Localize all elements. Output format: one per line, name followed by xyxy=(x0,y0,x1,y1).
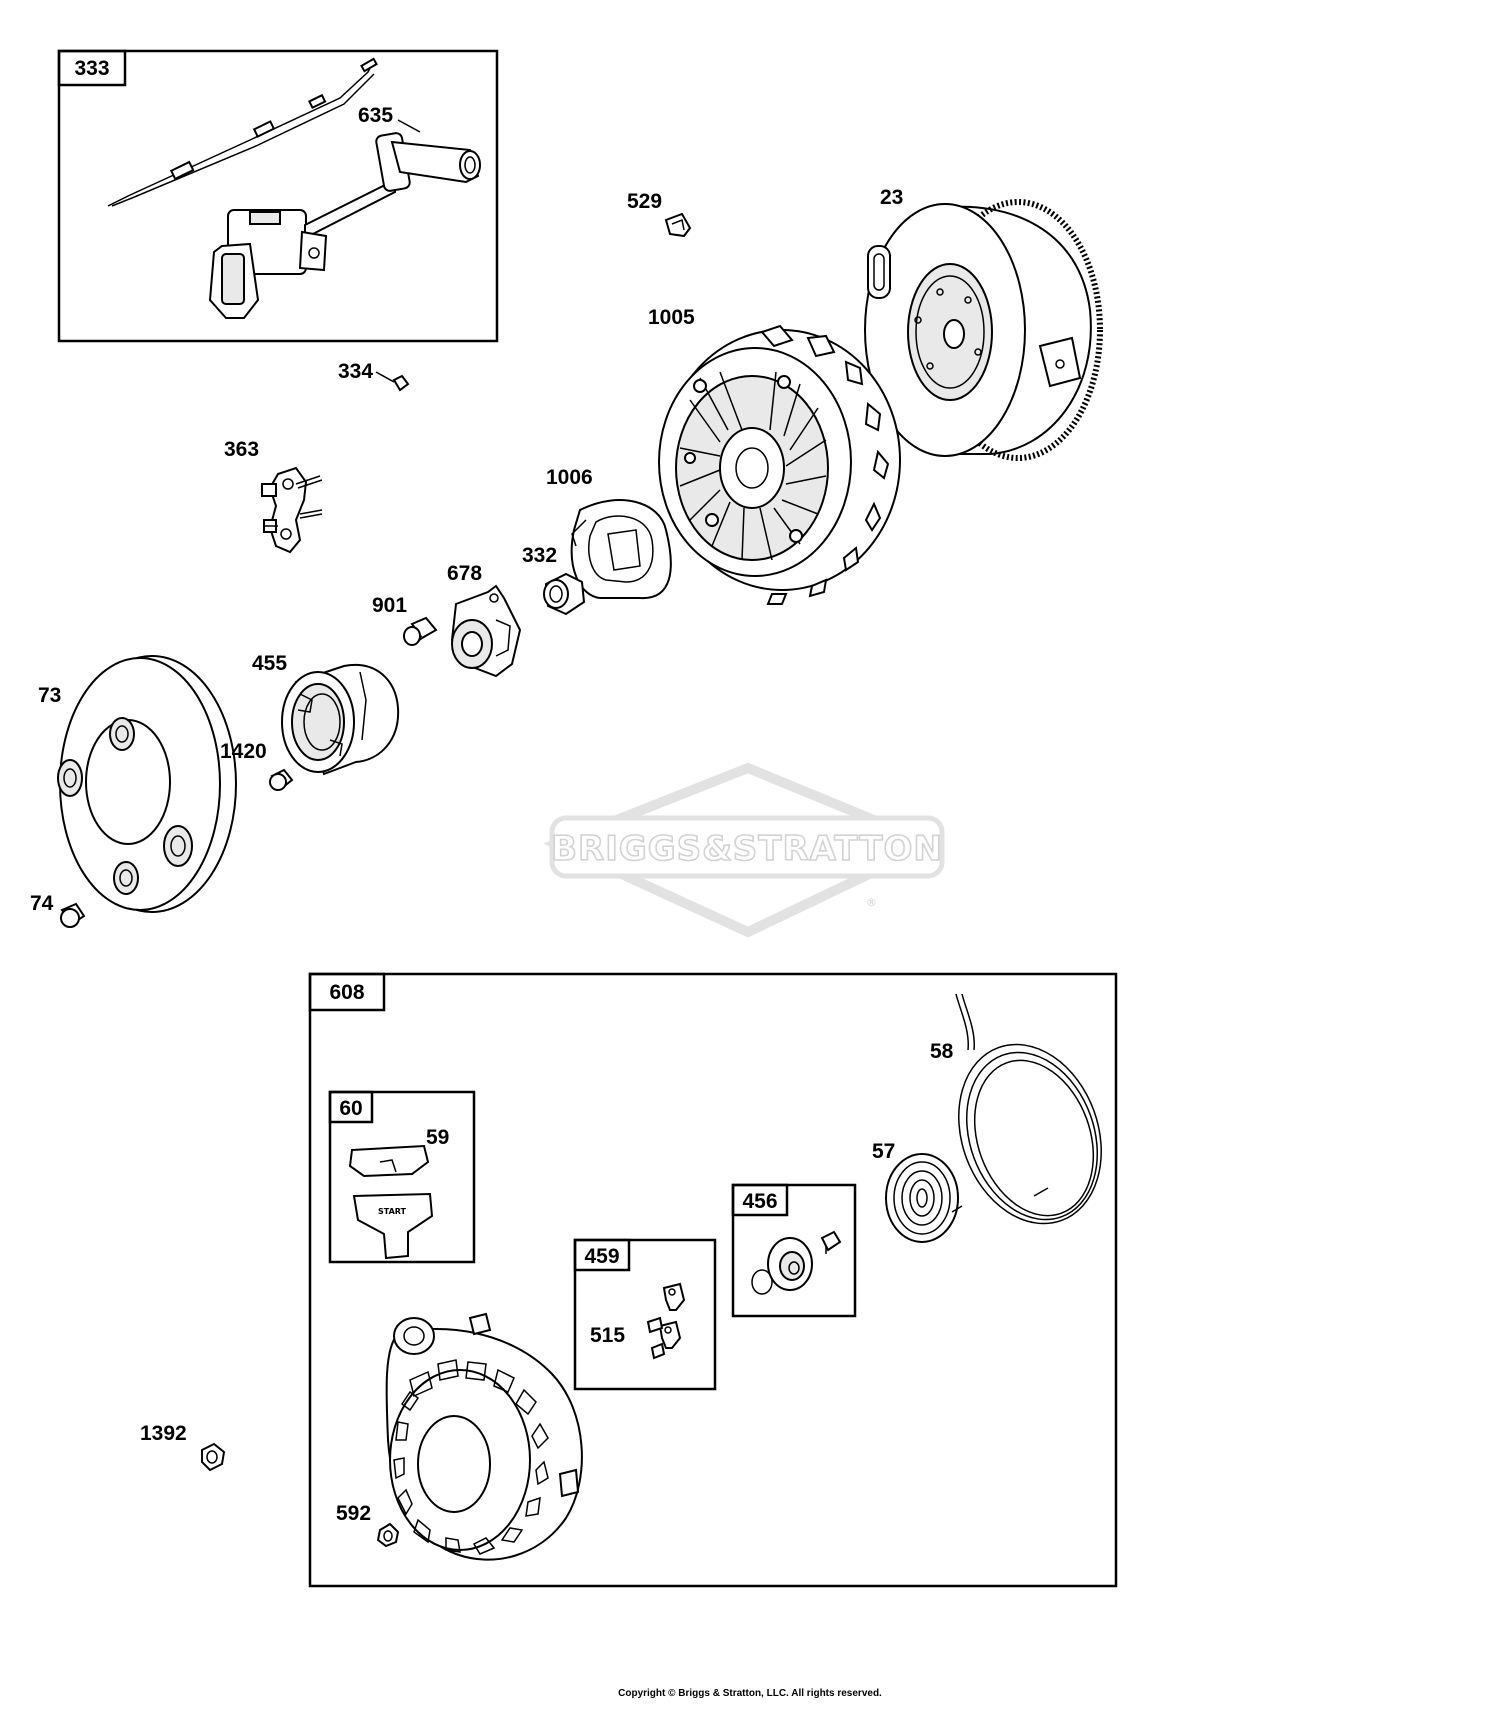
part-cooling-fan xyxy=(658,324,901,605)
box-333: 333 xyxy=(57,49,499,343)
callout-592: 592 xyxy=(336,1502,371,1525)
watermark-brand-text: BRIGGS&STRATTON xyxy=(551,829,943,869)
part-blower-cover-73 xyxy=(57,655,237,913)
callout-57: 57 xyxy=(872,1140,895,1163)
callout-74: 74 xyxy=(30,892,54,915)
box-label-459: 459 xyxy=(584,1245,619,1268)
part-screw-1420 xyxy=(269,768,294,791)
box-60: 60 xyxy=(328,1090,476,1264)
brand-watermark: BRIGGS&STRATTON ® xyxy=(543,762,945,938)
part-screw-334 xyxy=(375,371,410,392)
callout-1392: 1392 xyxy=(140,1422,187,1445)
handle-start-text: START xyxy=(378,1207,407,1216)
callout-59: 59 xyxy=(426,1126,449,1149)
part-ignition-coil xyxy=(208,132,481,319)
part-screw-74 xyxy=(60,902,86,928)
part-screw-901 xyxy=(403,616,438,646)
part-starter-clutch-678 xyxy=(450,584,522,678)
callout-635: 635 xyxy=(358,104,393,127)
part-recoil-housing xyxy=(385,1312,583,1561)
box-label-608: 608 xyxy=(329,981,364,1004)
part-flywheel xyxy=(864,199,1103,461)
watermark-registered-mark: ® xyxy=(866,896,877,909)
part-starter-handle-60: START xyxy=(352,1192,434,1260)
part-flywheel-nut-332 xyxy=(543,572,586,616)
callout-678: 678 xyxy=(447,562,482,585)
callout-1005: 1005 xyxy=(648,306,695,329)
box-label-60: 60 xyxy=(339,1097,362,1120)
box-459: 459 xyxy=(573,1238,717,1391)
part-flywheel-key xyxy=(664,212,692,238)
part-pawls-515 xyxy=(646,1282,686,1360)
part-ignition-coil-wire xyxy=(107,57,378,207)
box-608: 608 xyxy=(308,972,1118,1588)
callout-334: 334 xyxy=(338,360,373,383)
callout-455: 455 xyxy=(252,652,287,675)
leader-635 xyxy=(397,119,421,133)
callout-529: 529 xyxy=(627,190,662,213)
part-nut-1392 xyxy=(201,1442,226,1472)
box-456: 456 xyxy=(731,1183,857,1318)
callout-58: 58 xyxy=(930,1040,954,1063)
part-fan-screen-1006 xyxy=(570,499,672,600)
callout-515: 515 xyxy=(590,1324,625,1347)
callout-363: 363 xyxy=(224,438,259,461)
callout-901: 901 xyxy=(372,594,407,617)
callout-1006: 1006 xyxy=(546,466,593,489)
part-starter-cup-455 xyxy=(281,663,400,776)
callout-23: 23 xyxy=(880,186,903,209)
copyright-notice: Copyright © Briggs & Stratton, LLC. All … xyxy=(618,1688,882,1699)
part-mounting-bracket-363 xyxy=(261,466,323,554)
callout-73: 73 xyxy=(38,684,61,707)
part-starter-rope-58 xyxy=(955,993,1102,1225)
callout-332: 332 xyxy=(522,544,557,567)
callout-1420: 1420 xyxy=(220,740,267,763)
part-nut-592 xyxy=(376,1522,400,1548)
part-pulley-assembly-456 xyxy=(751,1230,842,1295)
box-label-456: 456 xyxy=(742,1190,777,1213)
part-handle-insert-59 xyxy=(348,1144,430,1178)
part-recoil-spring-57 xyxy=(885,1153,963,1243)
box-label-333: 333 xyxy=(74,57,109,80)
